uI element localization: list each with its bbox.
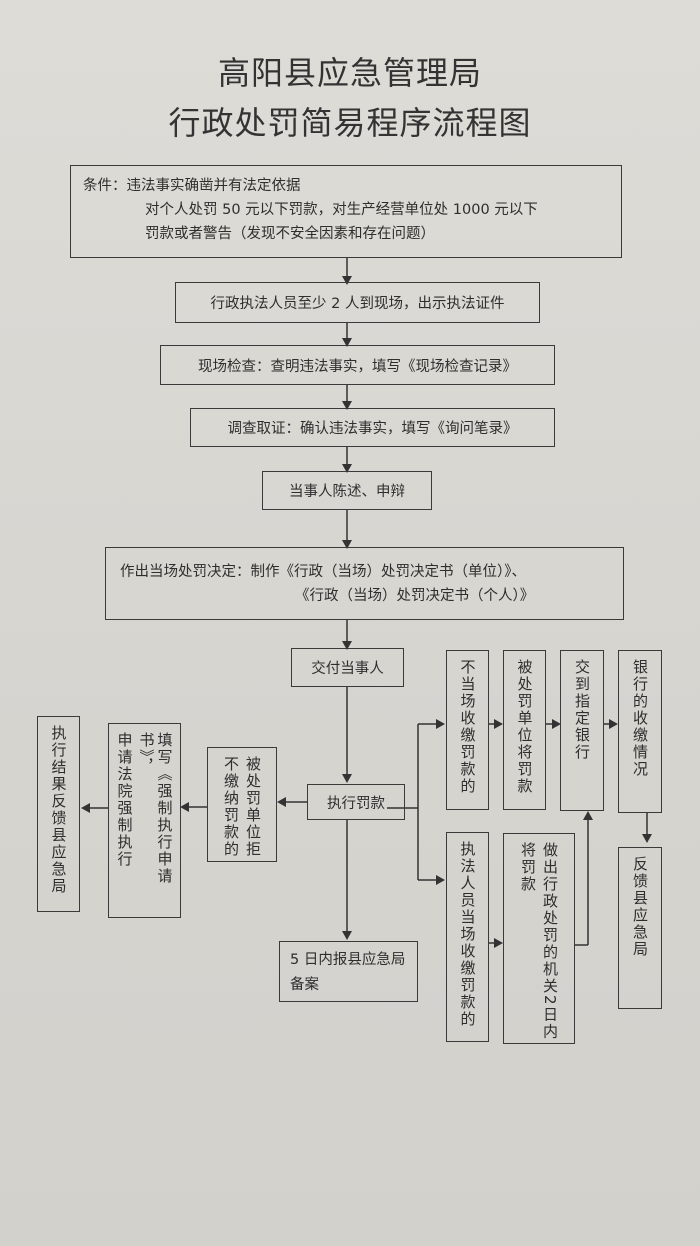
organ-col-2: 将罚款 xyxy=(519,842,537,893)
arrow-head xyxy=(342,338,352,347)
report-box: 5 日内报县应急局备案 xyxy=(279,941,418,1002)
arrow-head xyxy=(180,802,189,812)
feedback-right-box: 反馈县应急局 xyxy=(618,847,662,1009)
court-col-2: 申请法院强制执行 xyxy=(115,732,134,868)
organ-box: 做出行政处罚的机关2日内 将罚款 xyxy=(503,833,575,1044)
to-bank-text: 交到指定银行 xyxy=(573,659,591,761)
step-statement: 当事人陈述、申辩 xyxy=(262,471,432,510)
decision-line-1: 作出当场处罚决定：制作《行政（当场）处罚决定书（单位）》、 xyxy=(120,564,526,580)
step-present-id: 行政执法人员至少 2 人到现场，出示执法证件 xyxy=(175,282,540,323)
feedback-right-text: 反馈县应急局 xyxy=(631,856,649,958)
arrow-head xyxy=(342,401,352,410)
not-on-site-box: 不当场收缴罚款的 xyxy=(446,650,489,810)
feedback-left-text: 执行结果反馈县应急局 xyxy=(49,725,68,895)
refuse-payment-box: 被处罚单位拒 不缴纳罚款的 xyxy=(207,747,277,862)
conditions-line-2: 对个人处罚 50 元以下罚款，对生产经营单位处 1000 元以下 xyxy=(145,202,538,218)
arrow-head xyxy=(494,719,503,729)
organ-col-1: 做出行政处罚的机关2日内 xyxy=(541,842,559,1041)
title-chart: 行政处罚简易程序流程图 xyxy=(168,104,532,142)
unit-pay-text: 被处罚单位将罚款 xyxy=(515,659,534,795)
arrow-head xyxy=(583,811,593,820)
step-inspection: 现场检查：查明违法事实，填写《现场检查记录》 xyxy=(160,345,555,385)
arrow-head xyxy=(436,719,445,729)
arrow-head xyxy=(342,540,352,549)
arrow-head xyxy=(552,719,561,729)
arrow-head xyxy=(342,276,352,285)
decision-line-2: 《行政（当场）处罚决定书（个人）》 xyxy=(295,588,535,604)
decision-box: 作出当场处罚决定：制作《行政（当场）处罚决定书（单位）》、 《行政（当场）处罚决… xyxy=(105,547,624,620)
step-investigation: 调查取证：确认违法事实，填写《询问笔录》 xyxy=(190,408,555,447)
arrow-head xyxy=(642,834,652,843)
court-enforcement-box: 填写《强制执行申请书》， 申请法院强制执行 xyxy=(108,723,181,918)
arrow-head xyxy=(342,931,352,940)
arrow-head xyxy=(494,938,503,948)
conditions-line-1: 条件：违法事实确凿并有法定依据 xyxy=(83,178,301,194)
conditions-line-3: 罚款或者警告（发现不安全因素和存在问题） xyxy=(145,226,435,242)
feedback-left-box: 执行结果反馈县应急局 xyxy=(37,716,80,912)
arrow-head xyxy=(277,797,286,807)
title-agency: 高阳县应急管理局 xyxy=(217,54,482,92)
not-on-site-text: 不当场收缴罚款的 xyxy=(458,659,477,795)
on-site-box: 执法人员当场收缴罚款的 xyxy=(446,832,489,1042)
on-site-text: 执法人员当场收缴罚款的 xyxy=(458,841,477,1028)
arrow-head xyxy=(436,875,445,885)
refuse-col-1: 被处罚单位拒 xyxy=(244,756,262,858)
arrow-head xyxy=(81,803,90,813)
conditions-box: 条件：违法事实确凿并有法定依据 对个人处罚 50 元以下罚款，对生产经营单位处 … xyxy=(70,165,622,258)
deliver-box: 交付当事人 xyxy=(291,648,404,687)
arrow-head xyxy=(342,774,352,783)
to-bank-box: 交到指定银行 xyxy=(560,650,604,811)
execute-fine-box: 执行罚款 xyxy=(307,784,405,820)
bank-status-text: 银行的收缴情况 xyxy=(631,659,649,778)
bank-status-box: 银行的收缴情况 xyxy=(618,650,662,813)
refuse-col-2: 不缴纳罚款的 xyxy=(222,756,240,858)
arrow-head xyxy=(609,719,618,729)
court-col-1: 填写《强制执行申请书》， xyxy=(137,732,174,885)
arrow-head xyxy=(342,641,352,650)
unit-pay-box: 被处罚单位将罚款 xyxy=(503,650,546,810)
arrow-head xyxy=(342,464,352,473)
